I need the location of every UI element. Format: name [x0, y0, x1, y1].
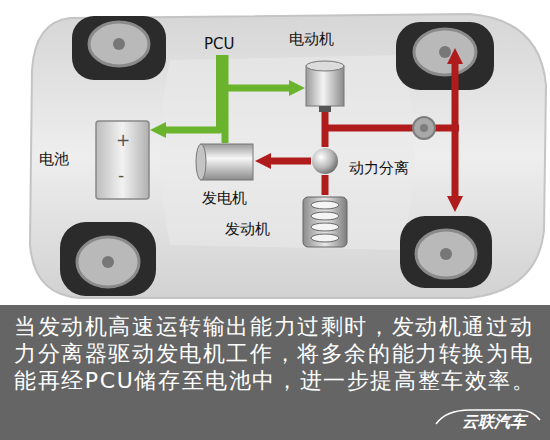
car-cabin [160, 55, 415, 250]
wheel [60, 222, 156, 296]
component-label: 电池 [39, 150, 69, 168]
gear-symbol [413, 117, 435, 139]
component-label: 动力分离 [349, 159, 409, 177]
engine-symbol [300, 195, 350, 250]
terminal-sign: + [116, 130, 130, 150]
drive-shaft [325, 125, 459, 132]
generator-symbol [195, 143, 255, 181]
wheel-drive-arrow [452, 64, 459, 196]
component-label: PCU [204, 35, 235, 53]
wheel [72, 16, 166, 80]
power-flow-arrow [322, 112, 329, 147]
power-flow-arrow [271, 158, 311, 165]
component-label: 发动机 [225, 220, 270, 238]
car-body [30, 14, 546, 298]
power-flow-arrow [322, 175, 329, 195]
energy-flow-arrow [220, 55, 290, 88]
motor-symbol [305, 60, 345, 112]
component-label: 电动机 [289, 30, 334, 48]
caption-text: 当发动机高速运转输出能力过剩时，发动机通过动力分离器驱动发电机工作，将多余的能力… [14, 313, 542, 394]
component-label: 发电机 [202, 189, 247, 207]
power-split-symbol [311, 147, 339, 175]
watermark: 云联汽车 [462, 412, 526, 433]
engine-symbol: 发动机 [300, 195, 350, 250]
wheel [396, 22, 494, 90]
wheel [400, 216, 492, 288]
energy-flow-arrow [166, 55, 220, 130]
pcu-unit: PCU [200, 33, 239, 55]
terminal-sign: - [118, 165, 124, 185]
power-split-symbol: 动力分离 [311, 147, 339, 175]
motor-symbol: 电动机 [305, 60, 345, 112]
generator-symbol: 发电机 [195, 143, 255, 181]
